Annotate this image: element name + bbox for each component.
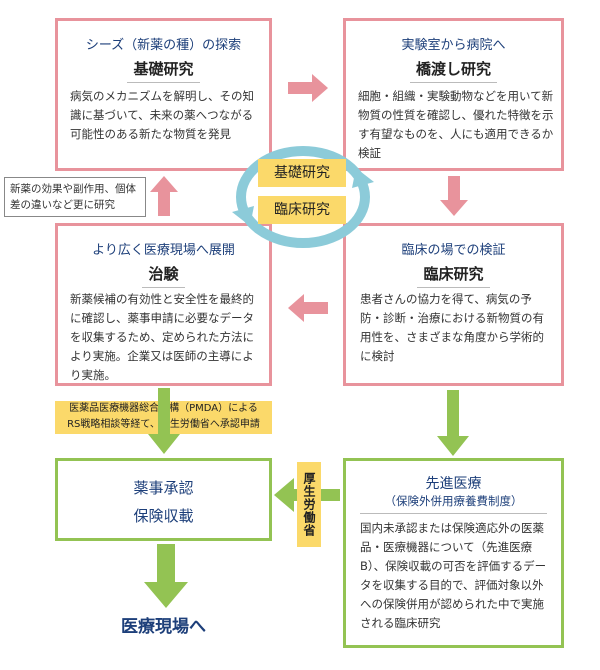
- advanced-medicine-desc: 国内未承認または保険適応外の医薬品・医療機器について（先進医療B）、保険収載の可…: [360, 521, 547, 630]
- basic-research-subtitle: シーズ（新薬の種）の探索: [85, 38, 242, 53]
- feedback-note: 新薬の効果や副作用、個体差の違いなど更に研究: [4, 177, 146, 217]
- bridge-research-title-text: 橋渡し研究: [409, 58, 497, 83]
- clinical-research-subtitle: 臨床の場での検証: [401, 243, 506, 258]
- bridge-research-title: 橋渡し研究: [346, 58, 561, 83]
- arrow-down-big-green-icon: [144, 544, 188, 608]
- arrow-down-green-icon: [148, 388, 180, 454]
- destination-label: 医療現場へ: [121, 617, 206, 637]
- clinical-research-title: 臨床研究: [346, 263, 561, 288]
- clinical-research-desc: 患者さんの協力を得て、病気の予防・診断・治療における新物質の有用性を、さまざまな…: [360, 292, 544, 363]
- bridge-research-box: 実験室から病院へ 橋渡し研究 細胞・組織・実験動物などを用いて新物質の性質を確認…: [343, 18, 564, 171]
- cycle-ring-icon: [232, 146, 374, 248]
- approval-line2: 保険収載: [133, 507, 194, 525]
- basic-research-title: 基礎研究: [58, 58, 269, 83]
- clinical-research-title-text: 臨床研究: [417, 263, 490, 288]
- arrow-right-icon: [288, 74, 328, 102]
- advanced-medicine-box: 先進医療 （保険外併用療養費制度） 国内未承認または保険適応外の医薬品・医療機器…: [343, 458, 564, 648]
- cycle-label-basic: 基礎研究: [258, 159, 346, 187]
- trial-desc: 新薬候補の有効性と安全性を最終的に確認し、薬事申請に必要なデータを収集するため、…: [70, 292, 254, 382]
- trial-title-text: 治験: [142, 263, 185, 288]
- approval-box: 薬事承認 保険収載: [55, 458, 272, 541]
- arrow-left-icon: [288, 294, 328, 322]
- arrow-down-icon: [440, 176, 468, 216]
- advanced-medicine-subtitle: （保険外併用療養費制度）: [384, 494, 523, 508]
- approval-line1: 薬事承認: [133, 479, 194, 497]
- basic-research-title-text: 基礎研究: [127, 58, 200, 83]
- basic-research-box: シーズ（新薬の種）の探索 基礎研究 病気のメカニズムを解明し、その知識に基づいて…: [55, 18, 272, 171]
- cycle-label-clinical: 臨床研究: [258, 196, 346, 224]
- advanced-medicine-title: 先進医療: [425, 476, 482, 492]
- trial-subtitle: より広く医療現場へ展開: [92, 243, 235, 258]
- mhlw-label: 厚生労働省: [297, 462, 321, 547]
- trial-box: より広く医療現場へ展開 治験 新薬候補の有効性と安全性を最終的に確認し、薬事申請…: [55, 223, 272, 386]
- arrow-down-green-icon-2: [437, 390, 469, 456]
- arrow-up-icon: [150, 176, 178, 216]
- clinical-research-box: 臨床の場での検証 臨床研究 患者さんの協力を得て、病気の予防・診断・治療における…: [343, 223, 564, 386]
- bridge-research-desc: 細胞・組織・実験動物などを用いて新物質の性質を確認し、優れた特徴を示す有望なもの…: [358, 89, 554, 160]
- advanced-medicine-divider: [360, 513, 547, 514]
- bridge-research-subtitle: 実験室から病院へ: [401, 38, 506, 53]
- basic-research-desc: 病気のメカニズムを解明し、その知識に基づいて、未来の薬へつながる可能性のある新た…: [70, 89, 254, 141]
- trial-title: 治験: [58, 263, 269, 288]
